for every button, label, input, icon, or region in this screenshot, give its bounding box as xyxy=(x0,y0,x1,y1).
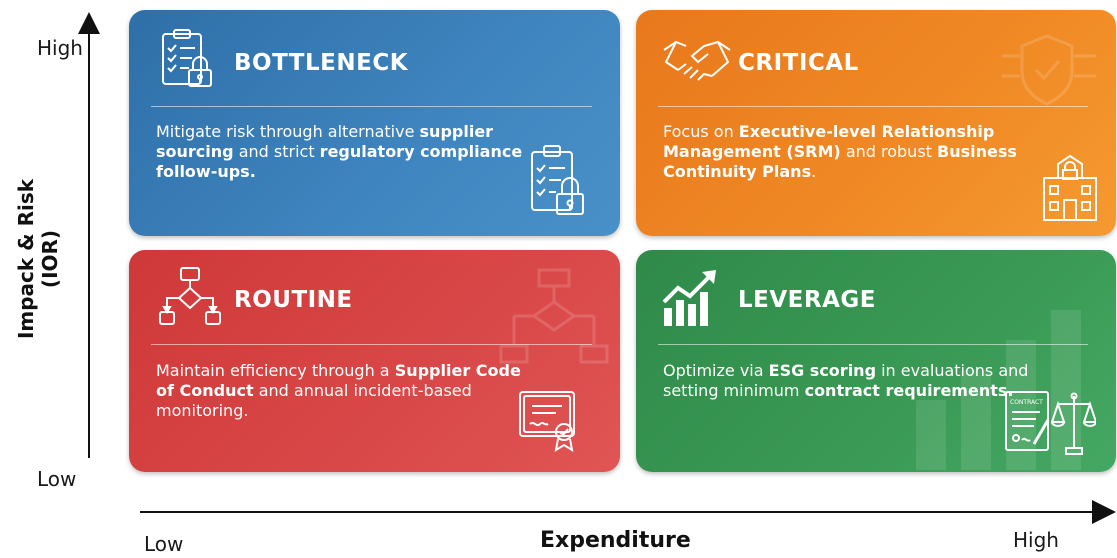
quadrant-title: CRITICAL xyxy=(738,50,859,76)
quadrant-description: Focus on Executive-level Relationship Ma… xyxy=(663,122,1038,182)
quadrant-description: Mitigate risk through alternative suppli… xyxy=(156,122,531,182)
growth-chart-icon xyxy=(660,268,720,328)
flowchart-icon xyxy=(499,268,609,364)
quadrant-critical: CRITICAL Focus on Executive-level Relati… xyxy=(636,10,1116,236)
quadrant-title: BOTTLENECK xyxy=(234,50,409,76)
divider xyxy=(658,106,1088,107)
y-axis-title: Impack & Risk (IOR) xyxy=(14,178,62,340)
quadrant-title: ROUTINE xyxy=(234,287,353,313)
description-text: Optimize via xyxy=(663,361,769,380)
description-text: and strict xyxy=(233,142,320,161)
divider xyxy=(151,344,592,345)
x-axis-high-label: High xyxy=(1013,528,1059,552)
description-text: Focus on xyxy=(663,122,739,141)
clipboard-lock-icon xyxy=(159,28,221,90)
emphasis-text: Executive-level Relationship Management … xyxy=(663,122,995,161)
quadrant-description: Maintain efficiency through a Supplier C… xyxy=(156,361,531,421)
clipboard-lock-icon xyxy=(528,144,590,216)
y-axis-arrow xyxy=(78,12,100,458)
emphasis-text: supplier sourcing xyxy=(156,122,494,161)
y-axis-high-label: High xyxy=(37,36,83,60)
bar-chart-icon xyxy=(916,310,1081,470)
emphasis-text: ESG scoring xyxy=(768,361,877,380)
emphasis-text: contract requirements. xyxy=(804,381,1014,400)
description-text: . xyxy=(811,162,817,181)
quadrant-bottleneck: BOTTLENECK Mitigate risk through alterna… xyxy=(129,10,620,236)
quadrant-title: LEVERAGE xyxy=(738,287,876,313)
flowchart-icon xyxy=(159,266,221,328)
divider xyxy=(658,344,1088,345)
description-text: Maintain efficiency through a xyxy=(156,361,395,380)
description-text: and robust xyxy=(840,142,938,161)
contract-label: CONTRACT xyxy=(1010,399,1043,406)
y-axis-low-label: Low xyxy=(37,467,77,491)
quadrant-routine: ROUTINE Maintain efficiency through a Su… xyxy=(129,250,620,472)
handshake-icon xyxy=(662,36,732,82)
emphasis-text: Supplier Code of Conduct xyxy=(156,361,521,400)
emphasis-text: Business Continuity Plans xyxy=(663,142,1017,181)
shield-circuit-icon xyxy=(1002,34,1096,106)
contract-scale-icon: CONTRACT xyxy=(1004,386,1096,458)
x-axis-arrow xyxy=(140,500,1116,524)
certificate-icon xyxy=(518,388,580,454)
x-axis-title: Expenditure xyxy=(540,528,691,553)
building-lock-icon xyxy=(1040,150,1100,222)
description-text: Mitigate risk through alternative xyxy=(156,122,420,141)
quadrant-leverage: LEVERAGE Optimize via ESG scoring in eva… xyxy=(636,250,1116,472)
description-text: in evaluations and setting minimum xyxy=(663,361,1029,400)
description-text: and annual incident-based monitoring. xyxy=(156,381,472,420)
divider xyxy=(151,106,592,107)
quadrant-description: Optimize via ESG scoring in evaluations … xyxy=(663,361,1038,401)
emphasis-text: regulatory compliance follow-ups. xyxy=(156,142,523,181)
x-axis-low-label: Low xyxy=(144,532,184,556)
